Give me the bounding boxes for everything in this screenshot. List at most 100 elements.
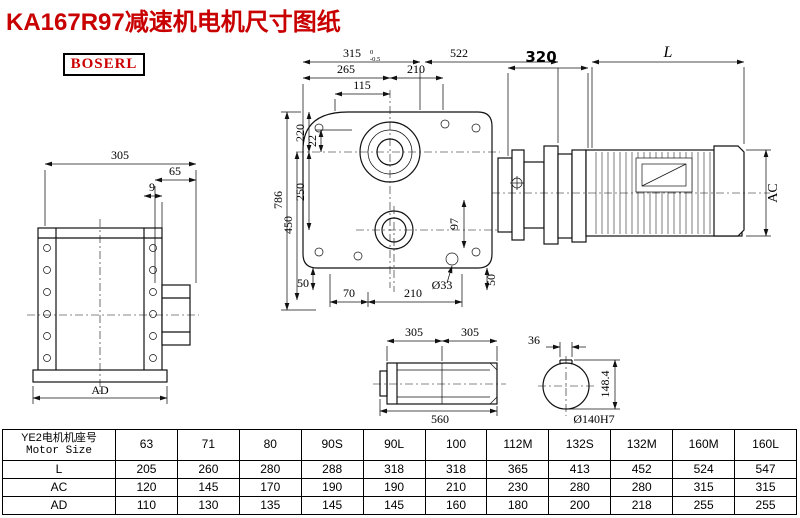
dim-label-320: 320	[525, 48, 556, 66]
dim-label-L: L	[663, 44, 673, 61]
dim-label-210-top: 210	[407, 62, 425, 76]
dim-label-50-left: 50	[297, 276, 309, 290]
shaft-end-dimensions	[546, 342, 620, 410]
dim-label-left-9: 9	[149, 180, 155, 194]
flange-center-mark	[510, 176, 524, 190]
dim-label-d140h7: Ø140H7	[573, 412, 614, 426]
table-row-header: YE2电机机座号 Motor Size 63 71 80 90S 90L 100…	[2, 429, 797, 461]
logo-text: BOSERL	[70, 56, 138, 72]
dim-label-522: 522	[450, 46, 468, 60]
dim-label-AC: AC	[766, 183, 781, 202]
motor-view	[497, 145, 745, 245]
cell: 280	[238, 460, 302, 479]
dim-label-250: 250	[293, 183, 307, 201]
shaft-end-view	[538, 356, 594, 416]
cell: 547	[734, 460, 797, 479]
cell: 318	[362, 460, 426, 479]
dim-label-315-tol-bot: -0.5	[370, 56, 380, 63]
cell: 315	[734, 478, 797, 497]
dim-label-22: 22	[305, 135, 319, 147]
cell: 180	[486, 496, 550, 515]
left-view-bolt-holes	[43, 244, 157, 362]
cell: 452	[610, 460, 674, 479]
cell: 255	[672, 496, 736, 515]
dim-label-210-bottom: 210	[404, 286, 422, 300]
cell: 190	[300, 478, 364, 497]
dim-label-148-4: 148.4	[598, 371, 612, 398]
dim-label-shaft-305a: 305	[405, 325, 423, 339]
table-row-AD: AD 110 130 135 145 145 160 180 200 218 2…	[2, 496, 797, 515]
left-view-gearbox-front	[32, 227, 191, 383]
main-view-housing	[296, 90, 500, 292]
cell: 145	[362, 496, 426, 515]
table-row-AC: AC 120 145 170 190 190 210 230 280 280 3…	[2, 478, 797, 497]
col-header: 63	[115, 429, 178, 461]
left-view-centerlines	[27, 219, 199, 392]
dim-label-36: 36	[528, 333, 540, 347]
page-title: KA167R97减速机电机尺寸图纸	[6, 9, 341, 36]
row-label: AC	[2, 478, 116, 497]
output-shaft-view	[373, 362, 506, 405]
cell: 365	[486, 460, 550, 479]
cell: 413	[548, 460, 612, 479]
cell: 315	[672, 478, 736, 497]
cell: 318	[424, 460, 488, 479]
cell: 170	[238, 478, 302, 497]
col-header: 160L	[734, 429, 797, 461]
cell: 190	[362, 478, 426, 497]
dim-label-97: 97	[447, 218, 461, 230]
dim-label-left-305: 305	[111, 148, 129, 162]
col-header: 132S	[548, 429, 612, 461]
motor-dimensions	[507, 59, 771, 237]
dim-label-50-right: 50	[484, 274, 498, 286]
cell: 145	[176, 478, 240, 497]
left-view-dimensions	[32, 161, 197, 404]
cell: 145	[300, 496, 364, 515]
boserl-logo-box: BOSERL	[63, 53, 145, 76]
cell: 280	[548, 478, 612, 497]
dim-label-560: 560	[431, 412, 449, 426]
dim-label-220: 220	[293, 124, 307, 142]
cell: 210	[424, 478, 488, 497]
col-header: 80	[238, 429, 302, 461]
motor-size-table: YE2电机机座号 Motor Size 63 71 80 90S 90L 100…	[2, 429, 797, 515]
dim-label-AD: AD	[91, 383, 109, 397]
dim-label-115: 115	[353, 78, 371, 92]
col-header: 90S	[300, 429, 364, 461]
cell: 160	[424, 496, 488, 515]
cell: 110	[115, 496, 178, 515]
col-header: 90L	[362, 429, 426, 461]
table-header-en: Motor Size	[25, 445, 92, 457]
cell: 135	[238, 496, 302, 515]
cell: 280	[610, 478, 674, 497]
dim-label-d33: Ø33	[432, 278, 453, 292]
col-header: 112M	[486, 429, 550, 461]
cell: 200	[548, 496, 612, 515]
cell: 130	[176, 496, 240, 515]
table-header-cn: YE2电机机座号	[21, 432, 97, 445]
table-header-cell: YE2电机机座号 Motor Size	[2, 429, 116, 461]
dim-label-70: 70	[343, 286, 355, 300]
cell: 205	[115, 460, 178, 479]
motor-terminal-box	[635, 157, 693, 193]
cell: 260	[176, 460, 240, 479]
row-label: AD	[2, 496, 116, 515]
cell: 288	[300, 460, 364, 479]
row-label: L	[2, 460, 116, 479]
cell: 120	[115, 478, 178, 497]
main-view-dimensions	[281, 59, 559, 311]
dim-label-315-tol-top: 0	[370, 49, 373, 56]
dim-label-786: 786	[271, 191, 285, 209]
output-shaft-dimensions	[379, 338, 498, 416]
dim-label-315: 315	[343, 46, 361, 60]
dim-label-shaft-305b: 305	[461, 325, 479, 339]
col-header: 132M	[610, 429, 674, 461]
table-row-L: L 205 260 280 288 318 318 365 413 452 52…	[2, 460, 797, 479]
dim-label-265: 265	[337, 62, 355, 76]
col-header: 100	[424, 429, 488, 461]
col-header: 71	[176, 429, 240, 461]
dim-label-450: 450	[281, 216, 295, 234]
technical-drawing: 305 65 9 AD 315 0 -0.5 522 265 210 115 7…	[27, 44, 781, 426]
cell: 218	[610, 496, 674, 515]
